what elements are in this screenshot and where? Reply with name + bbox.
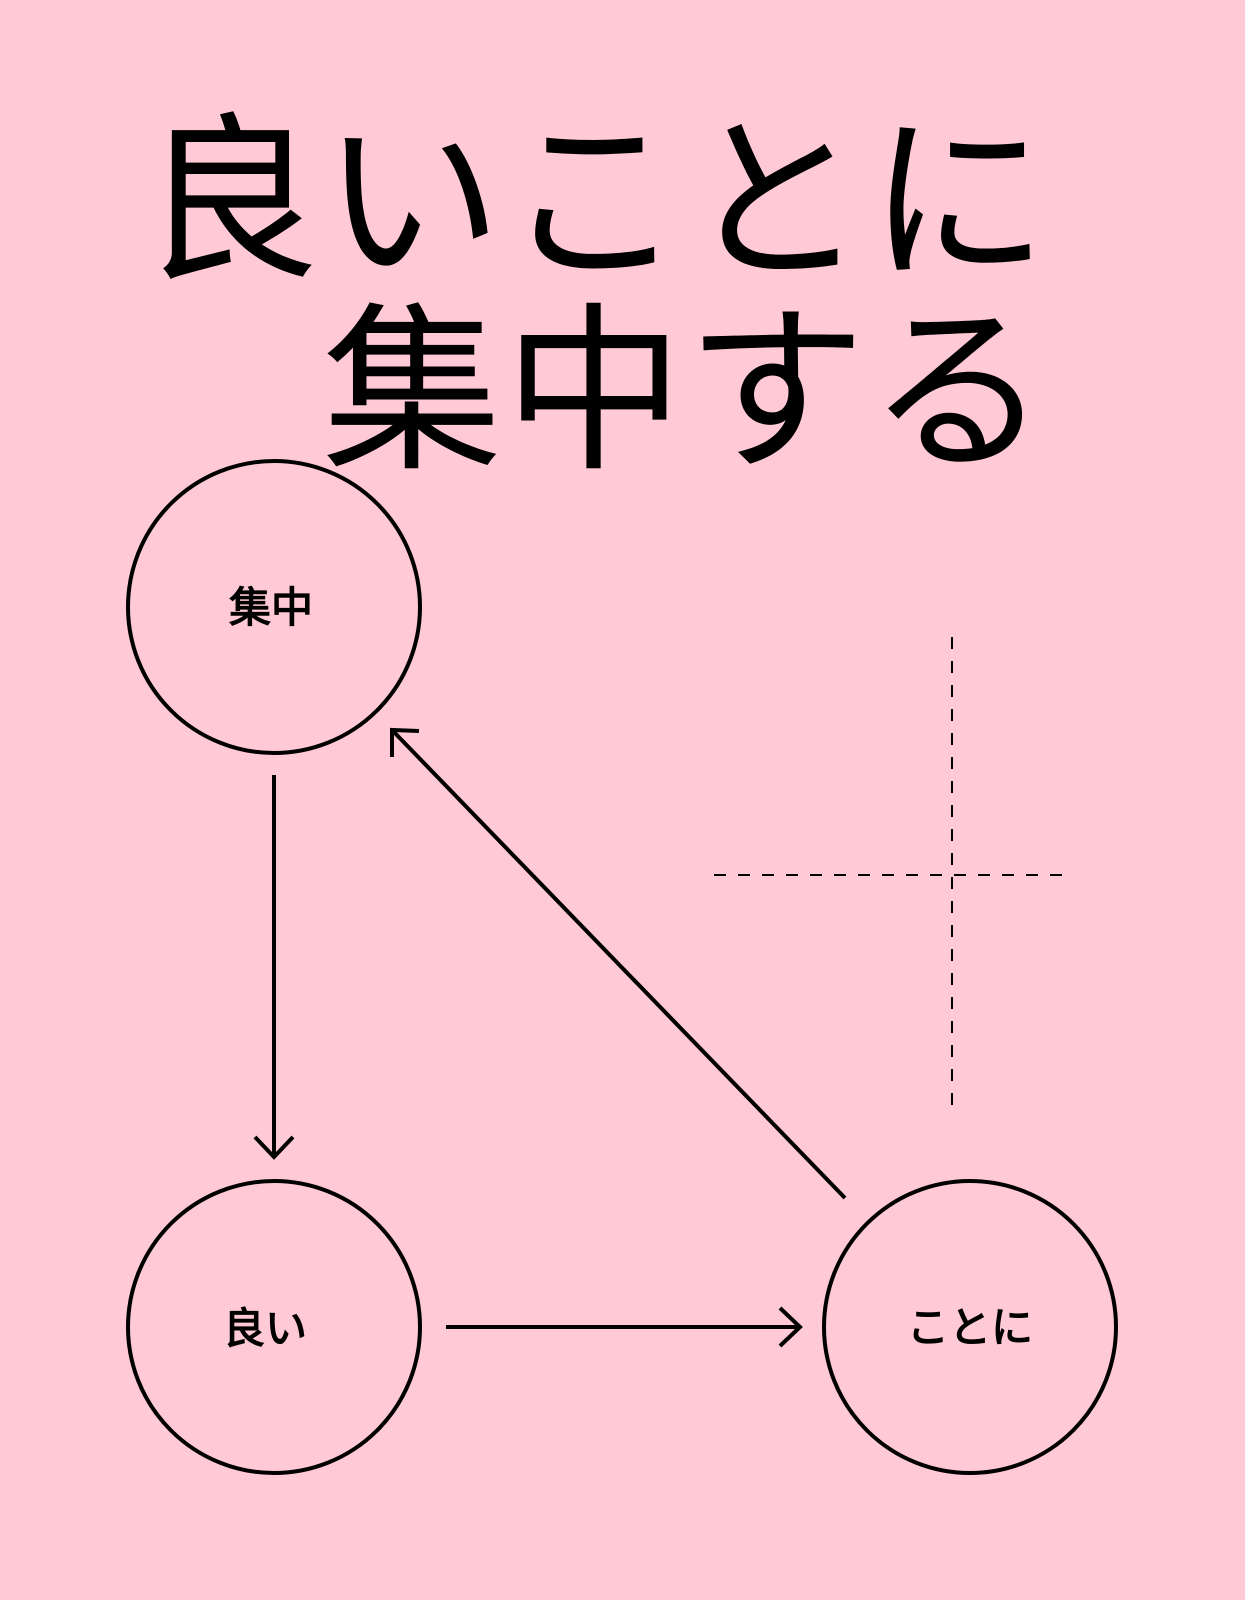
node-concentrate: 集中 [126,459,422,755]
node-concentrate-circle [126,459,422,755]
arrow-shaft [390,728,847,1200]
node-good-label: 良い [223,1304,307,1353]
arrow-good-to-thing [446,1306,803,1348]
node-good-circle [126,1179,422,1475]
node-good: 良い [126,1179,422,1475]
arrow-thing-to-concentrate [390,727,847,1200]
node-concentrate-label: 集中 [228,583,313,632]
node-thing-circle [822,1179,1118,1475]
node-thing-label: ことに [907,1303,1033,1352]
page-title: 良いことに 集中する [140,108,1050,488]
dashed-crosshair [714,637,1064,1115]
title-line-2: 集中する [321,288,1050,497]
node-thing: ことに [822,1179,1118,1475]
arrowhead-down-icon [253,1135,295,1160]
arrowhead-up-left-icon [390,727,420,757]
arrowhead-right-icon [778,1306,803,1348]
arrow-concentrate-to-good [253,775,295,1160]
title-line-1: 良いことに [139,98,1050,307]
